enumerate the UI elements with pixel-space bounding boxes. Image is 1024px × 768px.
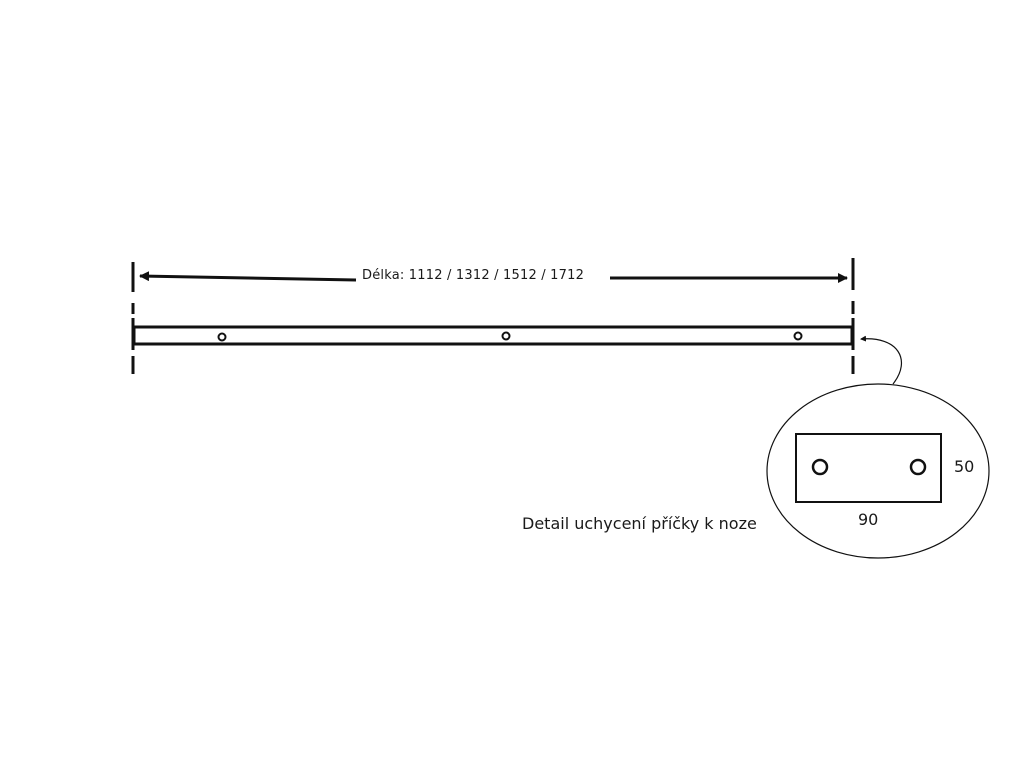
crossbar-hole-left bbox=[217, 332, 227, 342]
crossbar-hole-center bbox=[501, 331, 511, 341]
detail-caption: Detail uchycení příčky k noze bbox=[522, 514, 757, 533]
length-dimension-line bbox=[139, 271, 848, 283]
mounting-plate bbox=[795, 433, 942, 503]
length-dimension-label: Délka: 1112 / 1312 / 1512 / 1712 bbox=[360, 268, 587, 283]
plate-hole-right bbox=[909, 458, 927, 476]
crossbar-profile bbox=[132, 325, 854, 346]
detail-ellipse bbox=[766, 383, 990, 559]
detail-callout-arrow bbox=[860, 335, 903, 385]
plate-height-dimension: 50 bbox=[954, 457, 975, 476]
plate-hole-left bbox=[811, 458, 829, 476]
plate-width-dimension: 90 bbox=[858, 510, 879, 529]
dimension-arrow-left bbox=[139, 271, 357, 282]
crossbar-hole-right bbox=[793, 331, 803, 341]
